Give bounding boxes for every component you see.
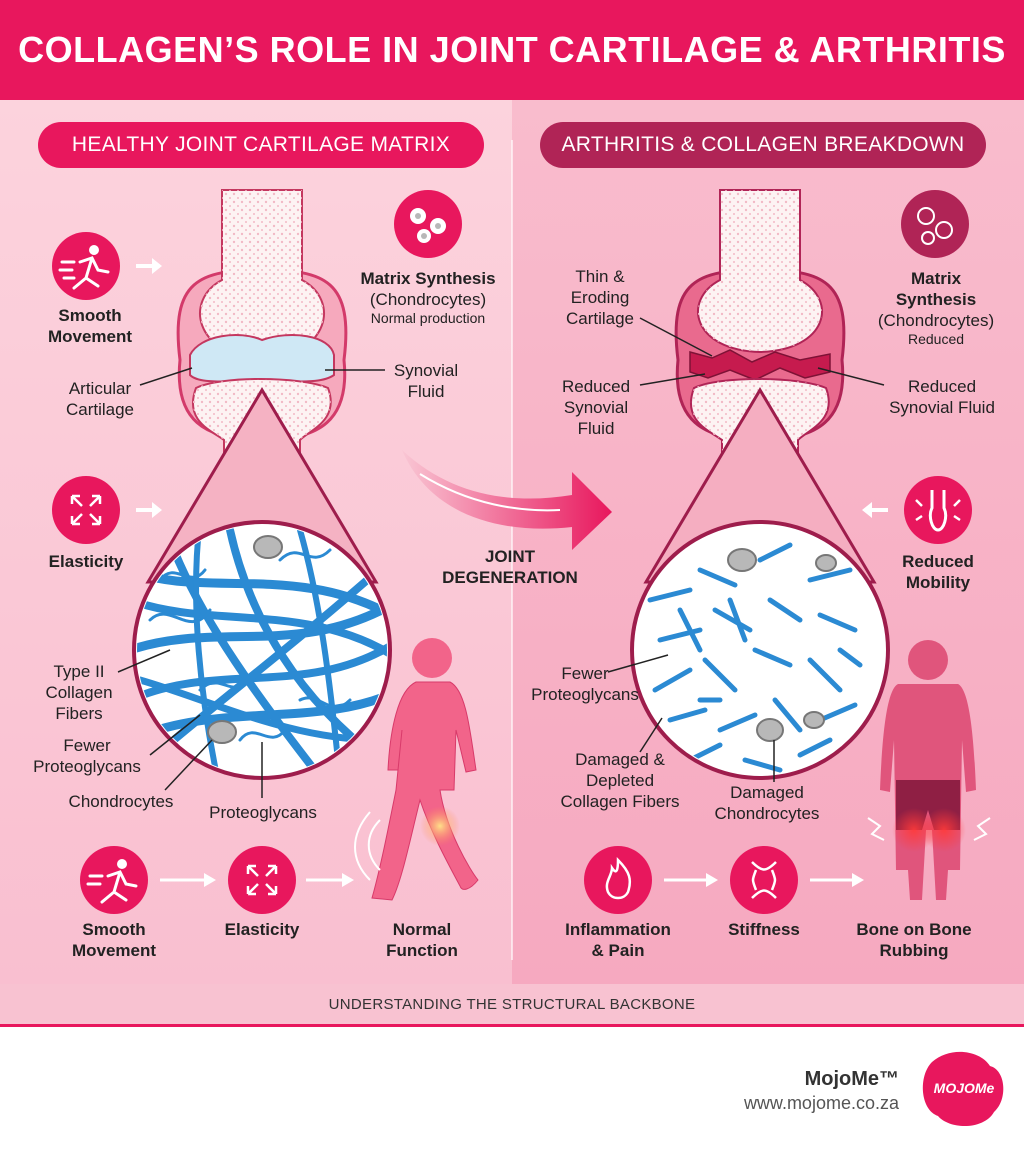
page-title: COLLAGEN’S ROLE IN JOINT CARTILAGE & ART… bbox=[18, 29, 1006, 70]
elasticity-label: Elasticity bbox=[48, 552, 124, 571]
brand-logo-text: MOJOMe bbox=[933, 1080, 995, 1096]
cells-icon bbox=[394, 190, 462, 258]
matrix-synthesis-reduced-note: Reduced bbox=[907, 331, 965, 347]
fewer-proteoglycans-left-label: Fewer Proteoglycans bbox=[33, 736, 141, 776]
arthritis-flow bbox=[584, 846, 864, 914]
chondrocytes-label: Chondrocytes bbox=[68, 792, 174, 811]
brand-url[interactable]: www.mojome.co.za bbox=[743, 1093, 899, 1113]
reduced-synovial-left-label: Reduced Synovial Fluid bbox=[561, 377, 631, 438]
arthritis-title-pill: ARTHRITIS & COLLAGEN BREAKDOWN bbox=[540, 122, 986, 168]
brand-logo bbox=[922, 1051, 1004, 1127]
smooth-movement-label: Smooth Movement bbox=[47, 306, 133, 346]
brand-block: MojoMe™ www.mojome.co.za bbox=[744, 1068, 899, 1114]
synovial-fluid-label: Synovial Fluid bbox=[393, 361, 459, 401]
matrix-synthesis-title: Matrix Synthesis bbox=[360, 269, 496, 288]
header-bar: COLLAGEN’S ROLE IN JOINT CARTILAGE & ART… bbox=[0, 0, 1024, 100]
damaged-chondrocytes-label: Damaged Chondrocytes bbox=[714, 783, 820, 823]
flow-stiffness-label: Stiffness bbox=[728, 920, 800, 939]
walking-figure bbox=[354, 638, 479, 901]
matrix-synthesis-reduced-title: Matrix Synthesis bbox=[895, 269, 977, 309]
damaged-collagen-label: Damaged & Depleted Collagen Fibers bbox=[560, 750, 680, 811]
thin-eroding-cartilage-label: Thin & Eroding Cartilage bbox=[565, 267, 635, 328]
matrix-synthesis-reduced-sub: (Chondrocytes) bbox=[877, 311, 995, 330]
flow-elasticity-label: Elasticity bbox=[224, 920, 300, 939]
knee-pain-icon bbox=[862, 476, 972, 544]
fewer-proteoglycans-right-label: Fewer Proteoglycans bbox=[531, 664, 639, 704]
matrix-synthesis-note: Normal production bbox=[370, 310, 486, 326]
matrix-synthesis-sub: (Chondrocytes) bbox=[369, 290, 487, 309]
flow-normal-function-label: Normal Function bbox=[386, 920, 458, 960]
brand-name: MojoMe™ bbox=[804, 1068, 899, 1090]
damaged-collagen-matrix bbox=[647, 542, 863, 773]
running-icon bbox=[52, 232, 162, 300]
type-ii-collagen-label: Type II Collagen Fibers bbox=[45, 662, 113, 723]
cells-reduced-icon bbox=[901, 190, 969, 258]
footer-line bbox=[0, 1024, 1024, 1027]
arthritis-joint bbox=[607, 189, 890, 782]
healthy-title-pill: HEALTHY JOINT CARTILAGE MATRIX bbox=[38, 122, 484, 168]
healthy-joint bbox=[117, 189, 392, 798]
reduced-synovial-right-label: Reduced Synovial Fluid bbox=[889, 377, 995, 417]
flow-smooth-movement-label: Smooth Movement bbox=[71, 920, 157, 960]
expand-icon bbox=[52, 476, 162, 544]
panel-divider bbox=[511, 140, 513, 960]
footer-strip: UNDERSTANDING THE STRUCTURAL BACKBONE bbox=[0, 984, 1024, 1024]
flow-inflammation-label: Inflammation & Pain bbox=[565, 920, 671, 960]
degeneration-arrow bbox=[402, 450, 612, 550]
proteoglycans-label: Proteoglycans bbox=[209, 803, 317, 822]
joint-degeneration-label: JOINT DEGENERATION bbox=[442, 547, 578, 587]
articular-cartilage-label: Articular Cartilage bbox=[65, 379, 135, 419]
healthy-flow bbox=[80, 846, 354, 914]
standing-figure-pain bbox=[867, 640, 991, 900]
reduced-mobility-label: Reduced Mobility bbox=[902, 552, 974, 592]
flow-bone-on-bone-label: Bone on Bone Rubbing bbox=[856, 920, 972, 960]
